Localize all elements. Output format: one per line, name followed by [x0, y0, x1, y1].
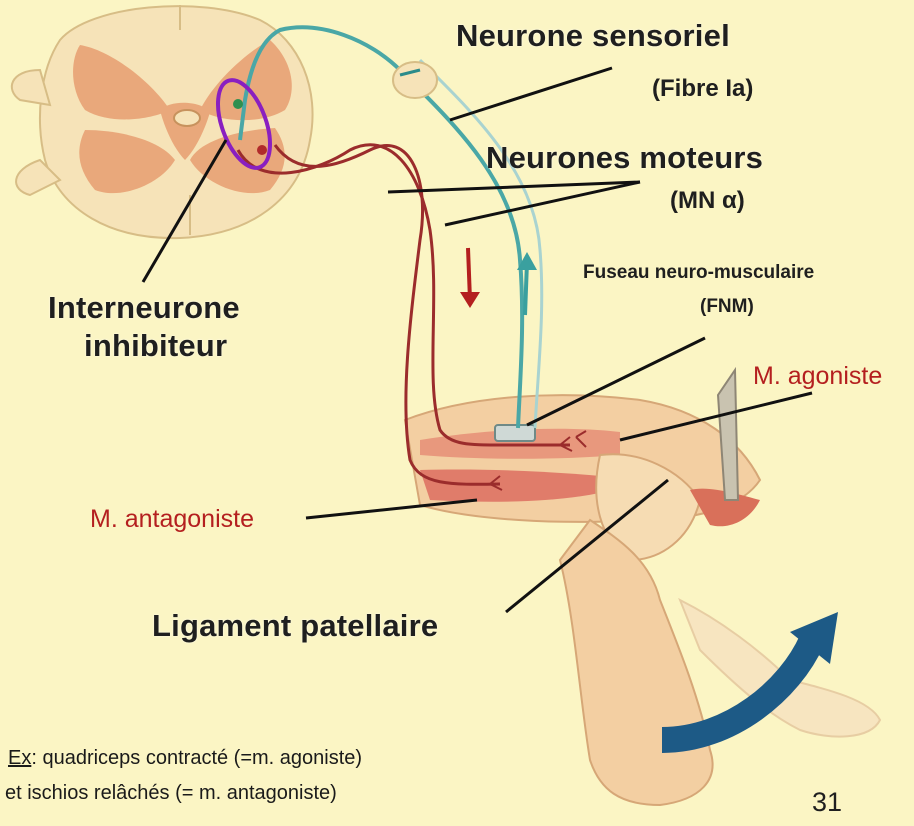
sensory-fiber	[238, 25, 544, 429]
interneuron-cell	[233, 99, 243, 109]
note-ex: Ex	[8, 747, 32, 769]
note-line-1-text: : quadriceps contracté (=m. agoniste)	[31, 747, 363, 769]
label-agonist: M. agoniste	[753, 362, 883, 390]
signal-direction-arrows	[460, 247, 537, 316]
page-number: 31	[812, 787, 843, 817]
motor-fibers	[236, 143, 587, 491]
note-line-2: et ischios relâchés (= m. antagoniste)	[5, 782, 337, 804]
label-sensory-neuron: Neurone sensoriel	[456, 18, 730, 53]
label-interneuron-line1: Interneurone	[48, 290, 240, 325]
motor-neuron-cell	[257, 145, 267, 155]
label-interneuron-line2: inhibiteur	[84, 328, 228, 363]
leg-motion-arrow	[661, 612, 838, 753]
label-fiber: (Fibre Ia)	[652, 75, 754, 102]
label-spindle-abbr: (FNM)	[700, 296, 754, 317]
note-line-1: Ex: quadriceps contracté (=m. agoniste)	[8, 747, 362, 770]
muscle-spindle	[494, 424, 536, 442]
label-motor-neurons: Neurones moteurs	[486, 140, 764, 175]
label-mn-alpha: (MN α)	[670, 187, 745, 214]
label-spindle: Fuseau neuro-musculaire	[583, 262, 815, 283]
label-antagonist: M. antagoniste	[90, 505, 254, 533]
leader-lines	[141, 66, 813, 614]
spinal-cord-section	[10, 5, 314, 240]
interneuron-highlight	[216, 78, 272, 170]
label-ligament: Ligament patellaire	[152, 608, 439, 643]
